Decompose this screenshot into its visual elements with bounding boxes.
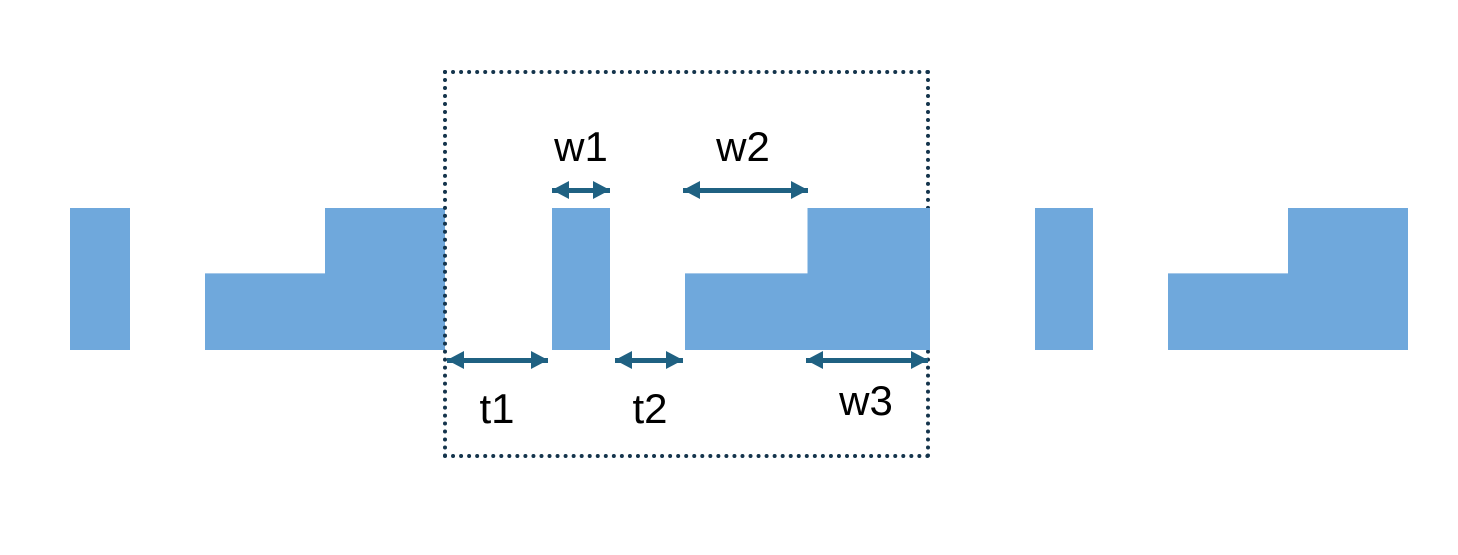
t1-dimension-arrow <box>447 351 548 369</box>
w2-dimension-label: w2 <box>716 123 770 170</box>
t1-dimension-label: t1 <box>479 385 515 432</box>
pillar-block-1 <box>70 208 130 350</box>
t2-dimension-label: t2 <box>632 385 668 432</box>
w2-dimension-arrow <box>683 181 808 199</box>
t2-dimension-arrow <box>615 351 683 369</box>
pillar-block-2 <box>552 208 610 350</box>
w3-dimension-label: w3 <box>839 377 893 424</box>
pillar-block-3 <box>1035 208 1093 350</box>
step-block-3 <box>1168 208 1408 350</box>
w1-dimension-label: w1 <box>554 123 608 170</box>
w1-dimension-arrow <box>552 181 610 199</box>
w3-dimension-arrow <box>806 351 928 369</box>
step-block-1 <box>205 208 445 350</box>
